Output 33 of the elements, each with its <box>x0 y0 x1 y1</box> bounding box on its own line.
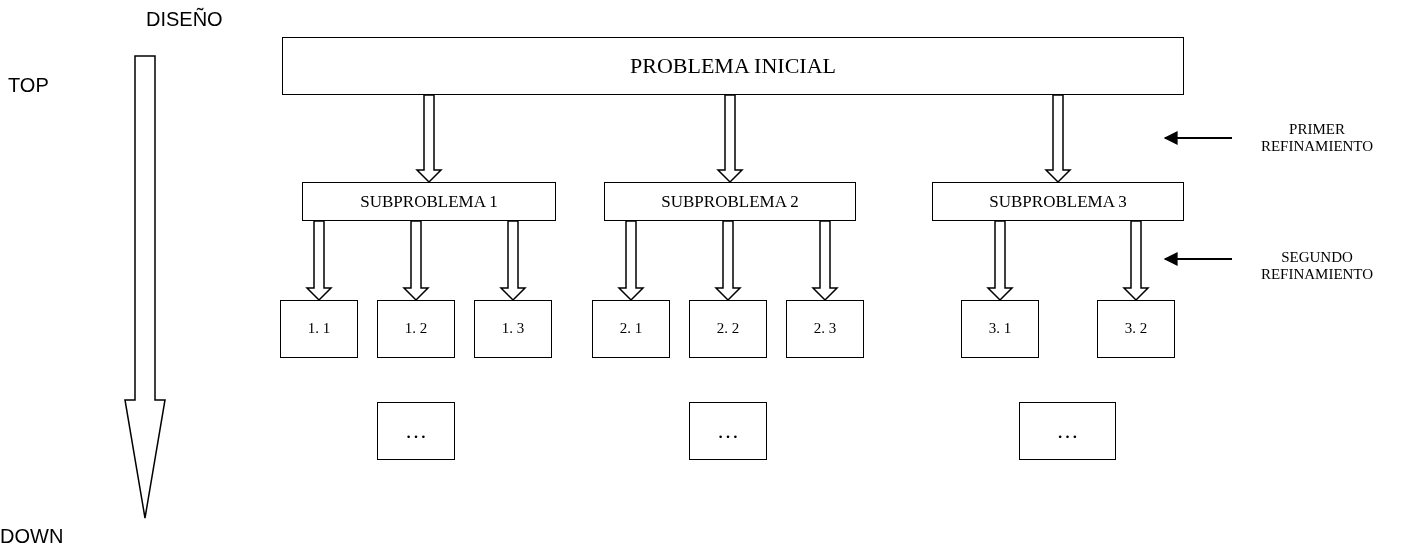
annotation-text: SEGUNDO REFINAMIENTO <box>1232 244 1402 288</box>
arrow <box>1163 252 1233 266</box>
axis-label: DOWN <box>0 525 64 548</box>
process-box: 2. 3 <box>786 300 864 358</box>
process-box: … <box>1019 402 1116 460</box>
process-box: SUBPROBLEMA 3 <box>932 182 1184 221</box>
hollow-arrow <box>415 94 443 184</box>
hollow-arrow <box>1044 94 1072 184</box>
hollow-arrow <box>714 220 742 302</box>
hollow-arrow <box>305 220 333 302</box>
hollow-arrow <box>617 220 645 302</box>
process-box: 1. 3 <box>474 300 552 358</box>
process-box: … <box>377 402 455 460</box>
process-box: SUBPROBLEMA 1 <box>302 182 556 221</box>
process-box: 2. 2 <box>689 300 767 358</box>
hollow-arrow <box>402 220 430 302</box>
axis-label: DISEÑO <box>146 8 223 31</box>
hollow-arrow <box>811 220 839 302</box>
process-box: 2. 1 <box>592 300 670 358</box>
hollow-arrow <box>1122 220 1150 302</box>
axis-label: TOP <box>8 74 49 97</box>
process-box: 1. 2 <box>377 300 455 358</box>
arrow <box>1163 131 1233 145</box>
process-box: SUBPROBLEMA 2 <box>604 182 856 221</box>
hollow-arrow <box>716 94 744 184</box>
hollow-arrow <box>499 220 527 302</box>
process-box: … <box>689 402 767 460</box>
annotation-text: PRIMER REFINAMIENTO <box>1232 116 1402 160</box>
hollow-arrow <box>986 220 1014 302</box>
process-box: 3. 2 <box>1097 300 1175 358</box>
process-box: 3. 1 <box>961 300 1039 358</box>
process-box: PROBLEMA INICIAL <box>282 37 1184 95</box>
process-box: 1. 1 <box>280 300 358 358</box>
